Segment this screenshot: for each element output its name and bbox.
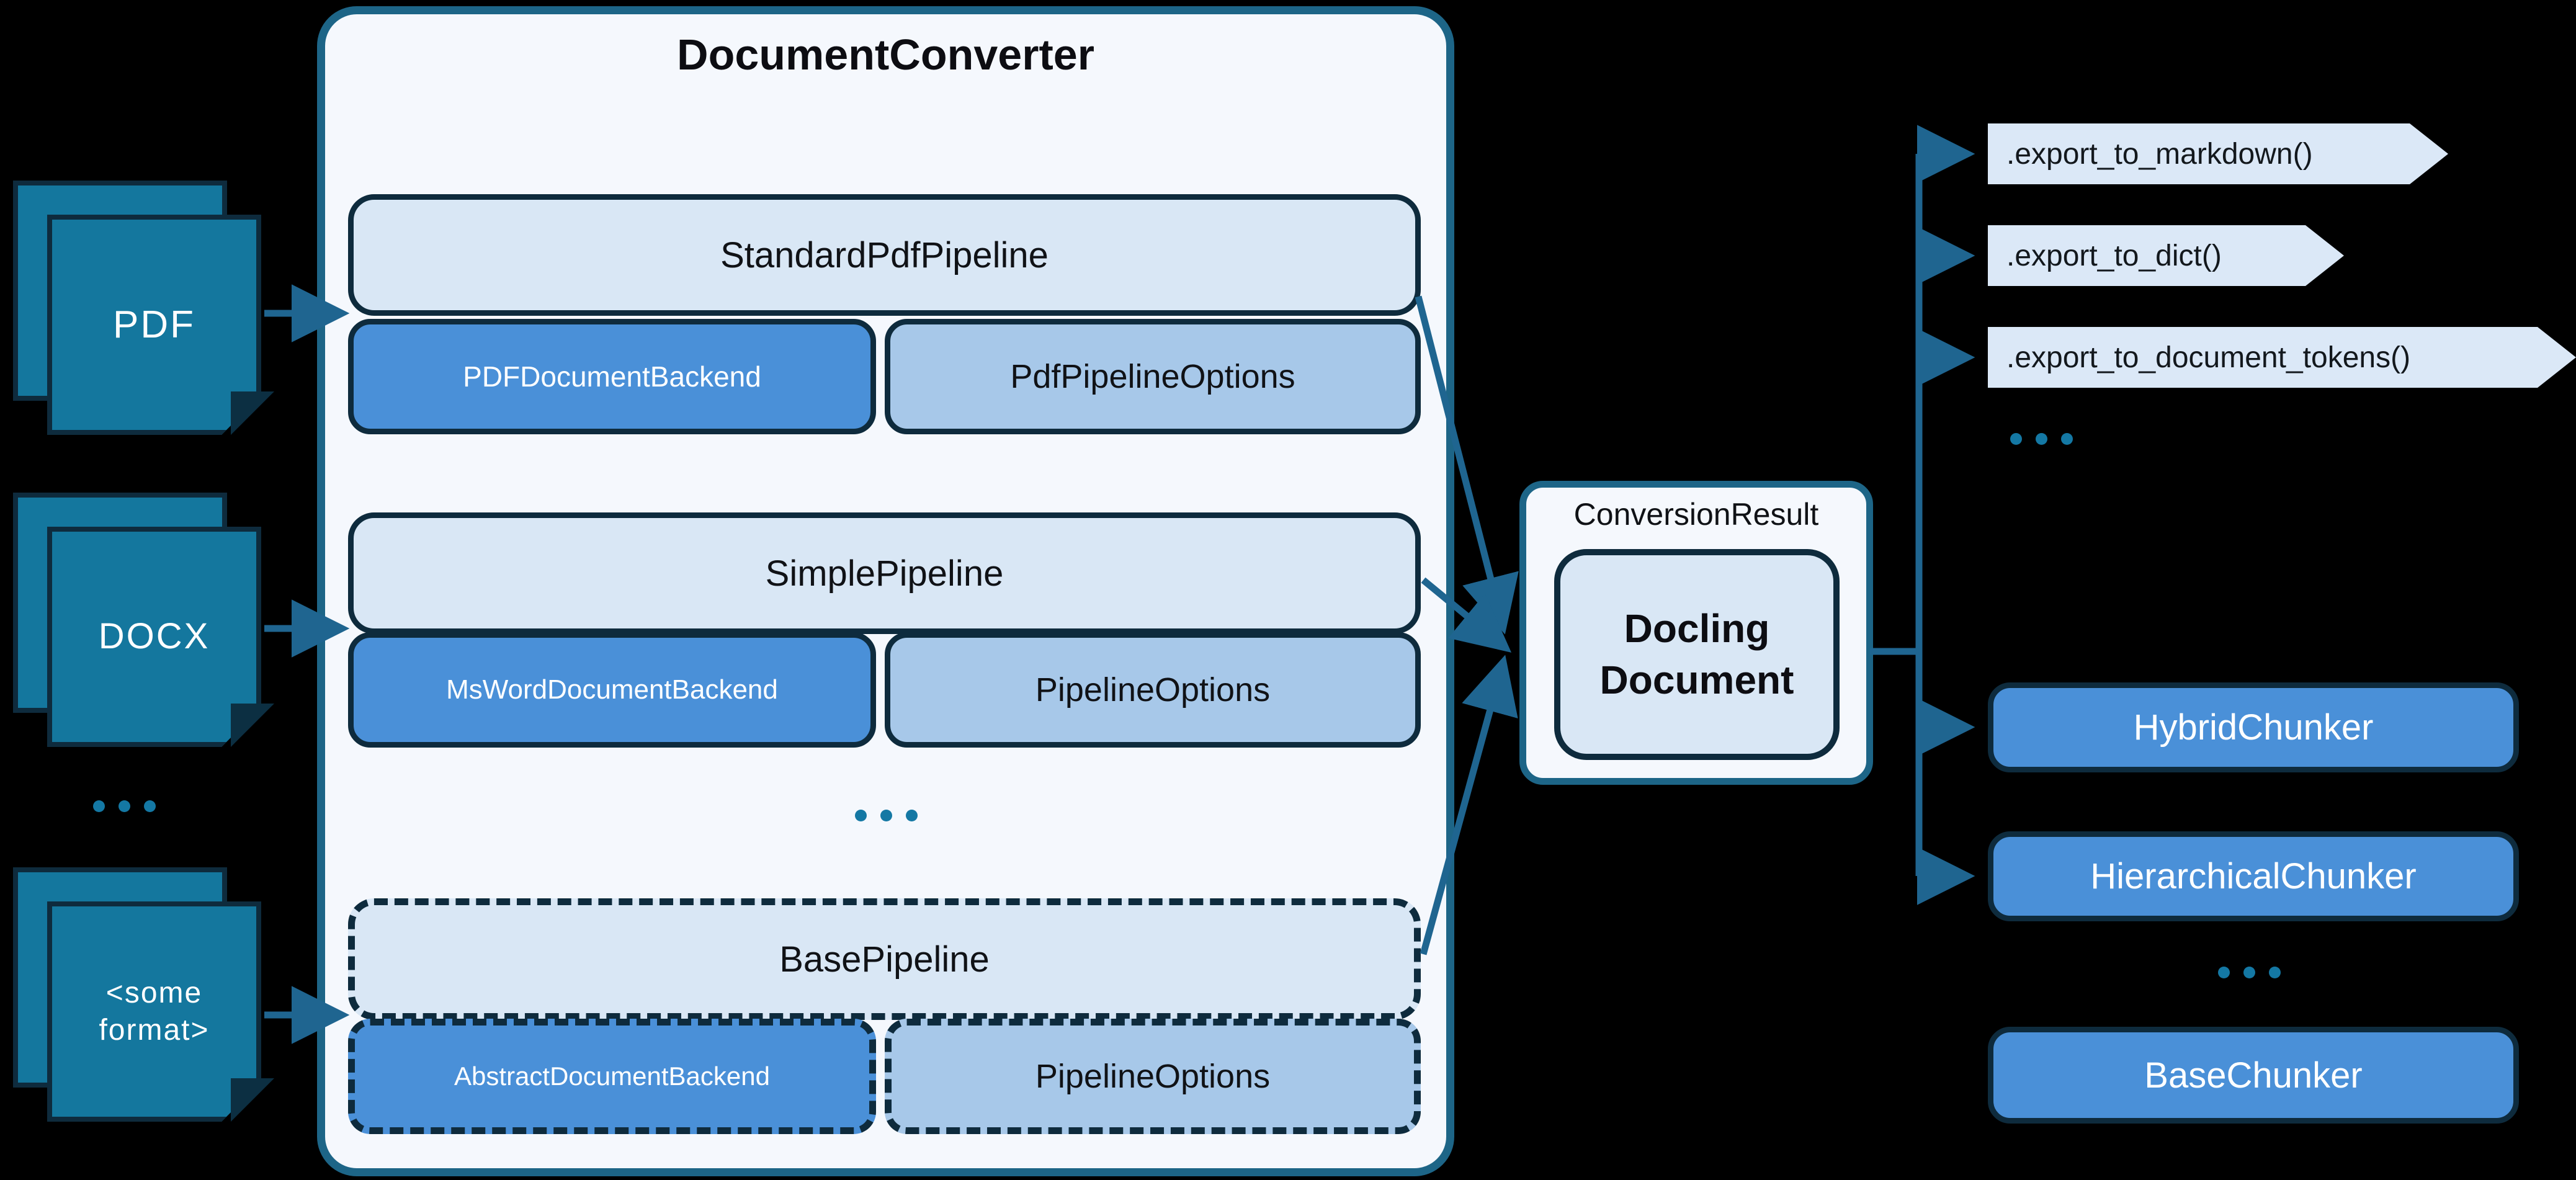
pdf-document-backend-label: PDFDocumentBackend xyxy=(463,360,761,393)
pipeline-options-label: PipelineOptions xyxy=(1035,671,1271,708)
base-pipeline-options-box: PipelineOptions xyxy=(885,1019,1421,1134)
converter-ellipsis: ... xyxy=(855,810,918,821)
hybrid-chunker-label: HybridChunker xyxy=(2133,707,2374,748)
simple-pipeline-box: SimplePipeline xyxy=(348,512,1421,634)
export-to-document-tokens-label: .export_to_document_tokens() xyxy=(2006,341,2411,374)
document-converter-title: DocumentConverter xyxy=(677,30,1094,79)
exports-ellipsis: ... xyxy=(2010,433,2073,445)
msword-document-backend-box: MsWordDocumentBackend xyxy=(348,632,876,748)
base-chunker-box: BaseChunker xyxy=(1988,1027,2519,1124)
export-to-dict-label: .export_to_dict() xyxy=(2006,239,2222,272)
page-fold-icon xyxy=(231,391,274,435)
abstract-document-backend-box: AbstractDocumentBackend xyxy=(348,1019,876,1134)
chunkers-ellipsis: ... xyxy=(2218,967,2281,978)
some-format-document-icon: <some format> xyxy=(13,867,274,1122)
pipeline-options-box: PipelineOptions xyxy=(885,632,1421,748)
hybrid-chunker-box: HybridChunker xyxy=(1988,682,2519,772)
pdf-front-page: PDF xyxy=(47,215,261,435)
pdf-pipeline-options-label: PdfPipelineOptions xyxy=(1010,358,1295,395)
hierarchical-chunker-label: HierarchicalChunker xyxy=(2090,856,2417,896)
docx-document-icon: DOCX xyxy=(13,493,274,747)
pdf-document-icon: PDF xyxy=(13,181,274,435)
docx-front-page: DOCX xyxy=(47,527,261,747)
export-to-dict-banner: .export_to_dict() xyxy=(1988,225,2344,286)
abstract-document-backend-label: AbstractDocumentBackend xyxy=(454,1062,770,1091)
msword-document-backend-label: MsWordDocumentBackend xyxy=(446,674,778,705)
page-fold-icon xyxy=(231,704,274,747)
pdf-pipeline-options-box: PdfPipelineOptions xyxy=(885,319,1421,434)
base-pipeline-box: BasePipeline xyxy=(348,898,1421,1020)
export-to-markdown-banner: .export_to_markdown() xyxy=(1988,123,2448,184)
base-pipeline-label: BasePipeline xyxy=(779,939,990,980)
some-format-front-page: <some format> xyxy=(47,901,261,1122)
pdf-document-backend-box: PDFDocumentBackend xyxy=(348,319,876,434)
pdf-label: PDF xyxy=(113,303,195,346)
docling-document-label: Docling Document xyxy=(1599,606,1794,702)
base-chunker-label: BaseChunker xyxy=(2144,1055,2363,1096)
hierarchical-chunker-box: HierarchicalChunker xyxy=(1988,831,2519,921)
page-fold-icon xyxy=(231,1078,274,1122)
base-pipeline-options-label: PipelineOptions xyxy=(1035,1058,1271,1095)
export-to-document-tokens-banner: .export_to_document_tokens() xyxy=(1988,327,2576,388)
simple-pipeline-label: SimplePipeline xyxy=(765,553,1004,594)
docling-document-box: Docling Document xyxy=(1554,549,1840,760)
some-format-label: <some format> xyxy=(99,976,210,1047)
inputs-ellipsis: ... xyxy=(93,800,156,812)
standard-pdf-pipeline-label: StandardPdfPipeline xyxy=(720,235,1049,275)
standard-pdf-pipeline-box: StandardPdfPipeline xyxy=(348,194,1421,316)
conversion-result-label: ConversionResult xyxy=(1573,497,1819,532)
docx-label: DOCX xyxy=(98,616,210,657)
export-to-markdown-label: .export_to_markdown() xyxy=(2006,137,2313,171)
